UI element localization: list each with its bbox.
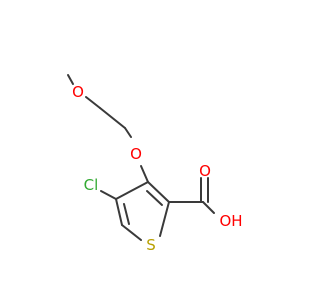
bond-o-ch2 <box>85 96 101 109</box>
bond-c4-c5 <box>115 198 123 226</box>
bond-ch2-o <box>124 127 132 138</box>
bond-methyl-o <box>67 74 74 85</box>
bond-lines <box>67 74 215 241</box>
methoxy-oxygen-label: O <box>72 83 84 101</box>
atom-labels: O O Cl S O OH <box>72 83 242 254</box>
ether-oxygen-label: O <box>130 145 142 163</box>
bond-c3-c2-double <box>146 190 163 206</box>
bond-c3-c4 <box>115 181 149 200</box>
sulfur-label: S <box>146 236 156 254</box>
bond-c3-c2 <box>147 181 170 203</box>
bond-c-oh <box>202 201 215 214</box>
bond-ch2-ch2 <box>99 107 126 129</box>
molecule-structure: O O Cl S O OH <box>67 74 243 254</box>
chlorine-label: Cl <box>84 176 99 194</box>
hydroxyl-label: OH <box>219 212 242 230</box>
bond-c5-s <box>121 224 142 241</box>
bond-o-c3 <box>140 165 149 183</box>
bond-c4-cl <box>100 190 117 200</box>
bond-c4-c5-double <box>123 203 130 225</box>
bond-s-c2 <box>159 201 170 237</box>
carbonyl-oxygen-label: O <box>199 162 211 180</box>
